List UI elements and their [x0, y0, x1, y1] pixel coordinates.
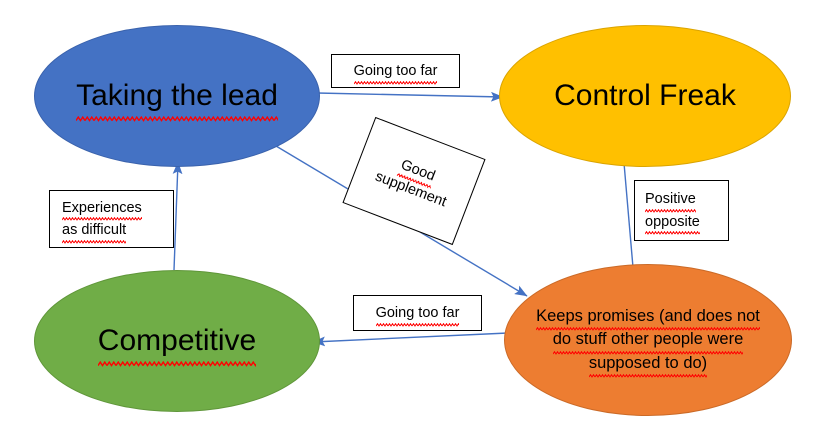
- edge-label-positive-opposite[interactable]: Positive opposite: [634, 180, 729, 241]
- edge-label-going-too-far-bottom[interactable]: Going too far: [353, 295, 482, 331]
- node-taking-the-lead-text: Taking the lead: [76, 75, 278, 122]
- edge-label-good-supplement[interactable]: Good supplement: [342, 116, 486, 246]
- node-keeps-promises-label: Keeps promises (and does not do stuff ot…: [524, 305, 772, 379]
- edge-label-positive-opposite-line-2: opposite: [645, 211, 700, 236]
- node-control-freak[interactable]: Control Freak: [499, 25, 791, 167]
- edge-label-positive-opposite-line-1: Positive: [645, 188, 696, 214]
- edge-label-going-too-far-top-text: Going too far: [353, 60, 437, 86]
- edge-label-going-too-far-bottom-text: Going too far: [375, 302, 459, 328]
- edge-keeps-promises-to-competitive: [312, 332, 509, 347]
- node-taking-the-lead-label: Taking the lead: [64, 75, 290, 122]
- node-competitive-label: Competitive: [86, 320, 268, 367]
- node-keeps-promises-line-3: supposed to do): [588, 352, 708, 379]
- node-keeps-promises-line-2: do stuff other people were: [552, 328, 743, 355]
- node-keeps-promises[interactable]: Keeps promises (and does not do stuff ot…: [504, 264, 792, 416]
- edge-competitive-to-taking-the-lead: [172, 161, 183, 271]
- edge-taking-the-lead-to-control-freak: [316, 91, 504, 102]
- edge-label-experiences-line-2: as difficult: [62, 219, 127, 245]
- node-competitive-text: Competitive: [97, 320, 257, 367]
- edge-label-going-too-far-top[interactable]: Going too far: [331, 54, 460, 88]
- node-competitive[interactable]: Competitive: [34, 270, 320, 412]
- node-control-freak-label: Control Freak: [542, 75, 748, 118]
- edge-label-experiences-as-difficult[interactable]: Experiences as difficult: [49, 190, 174, 248]
- edge-control-freak-to-keeps-promises: [623, 162, 638, 280]
- edge-label-experiences-line-1: Experiences: [62, 197, 142, 222]
- node-control-freak-text: Control Freak: [554, 78, 736, 112]
- node-keeps-promises-line-1: Keeps promises (and does not: [536, 305, 760, 332]
- node-taking-the-lead[interactable]: Taking the lead: [34, 25, 320, 167]
